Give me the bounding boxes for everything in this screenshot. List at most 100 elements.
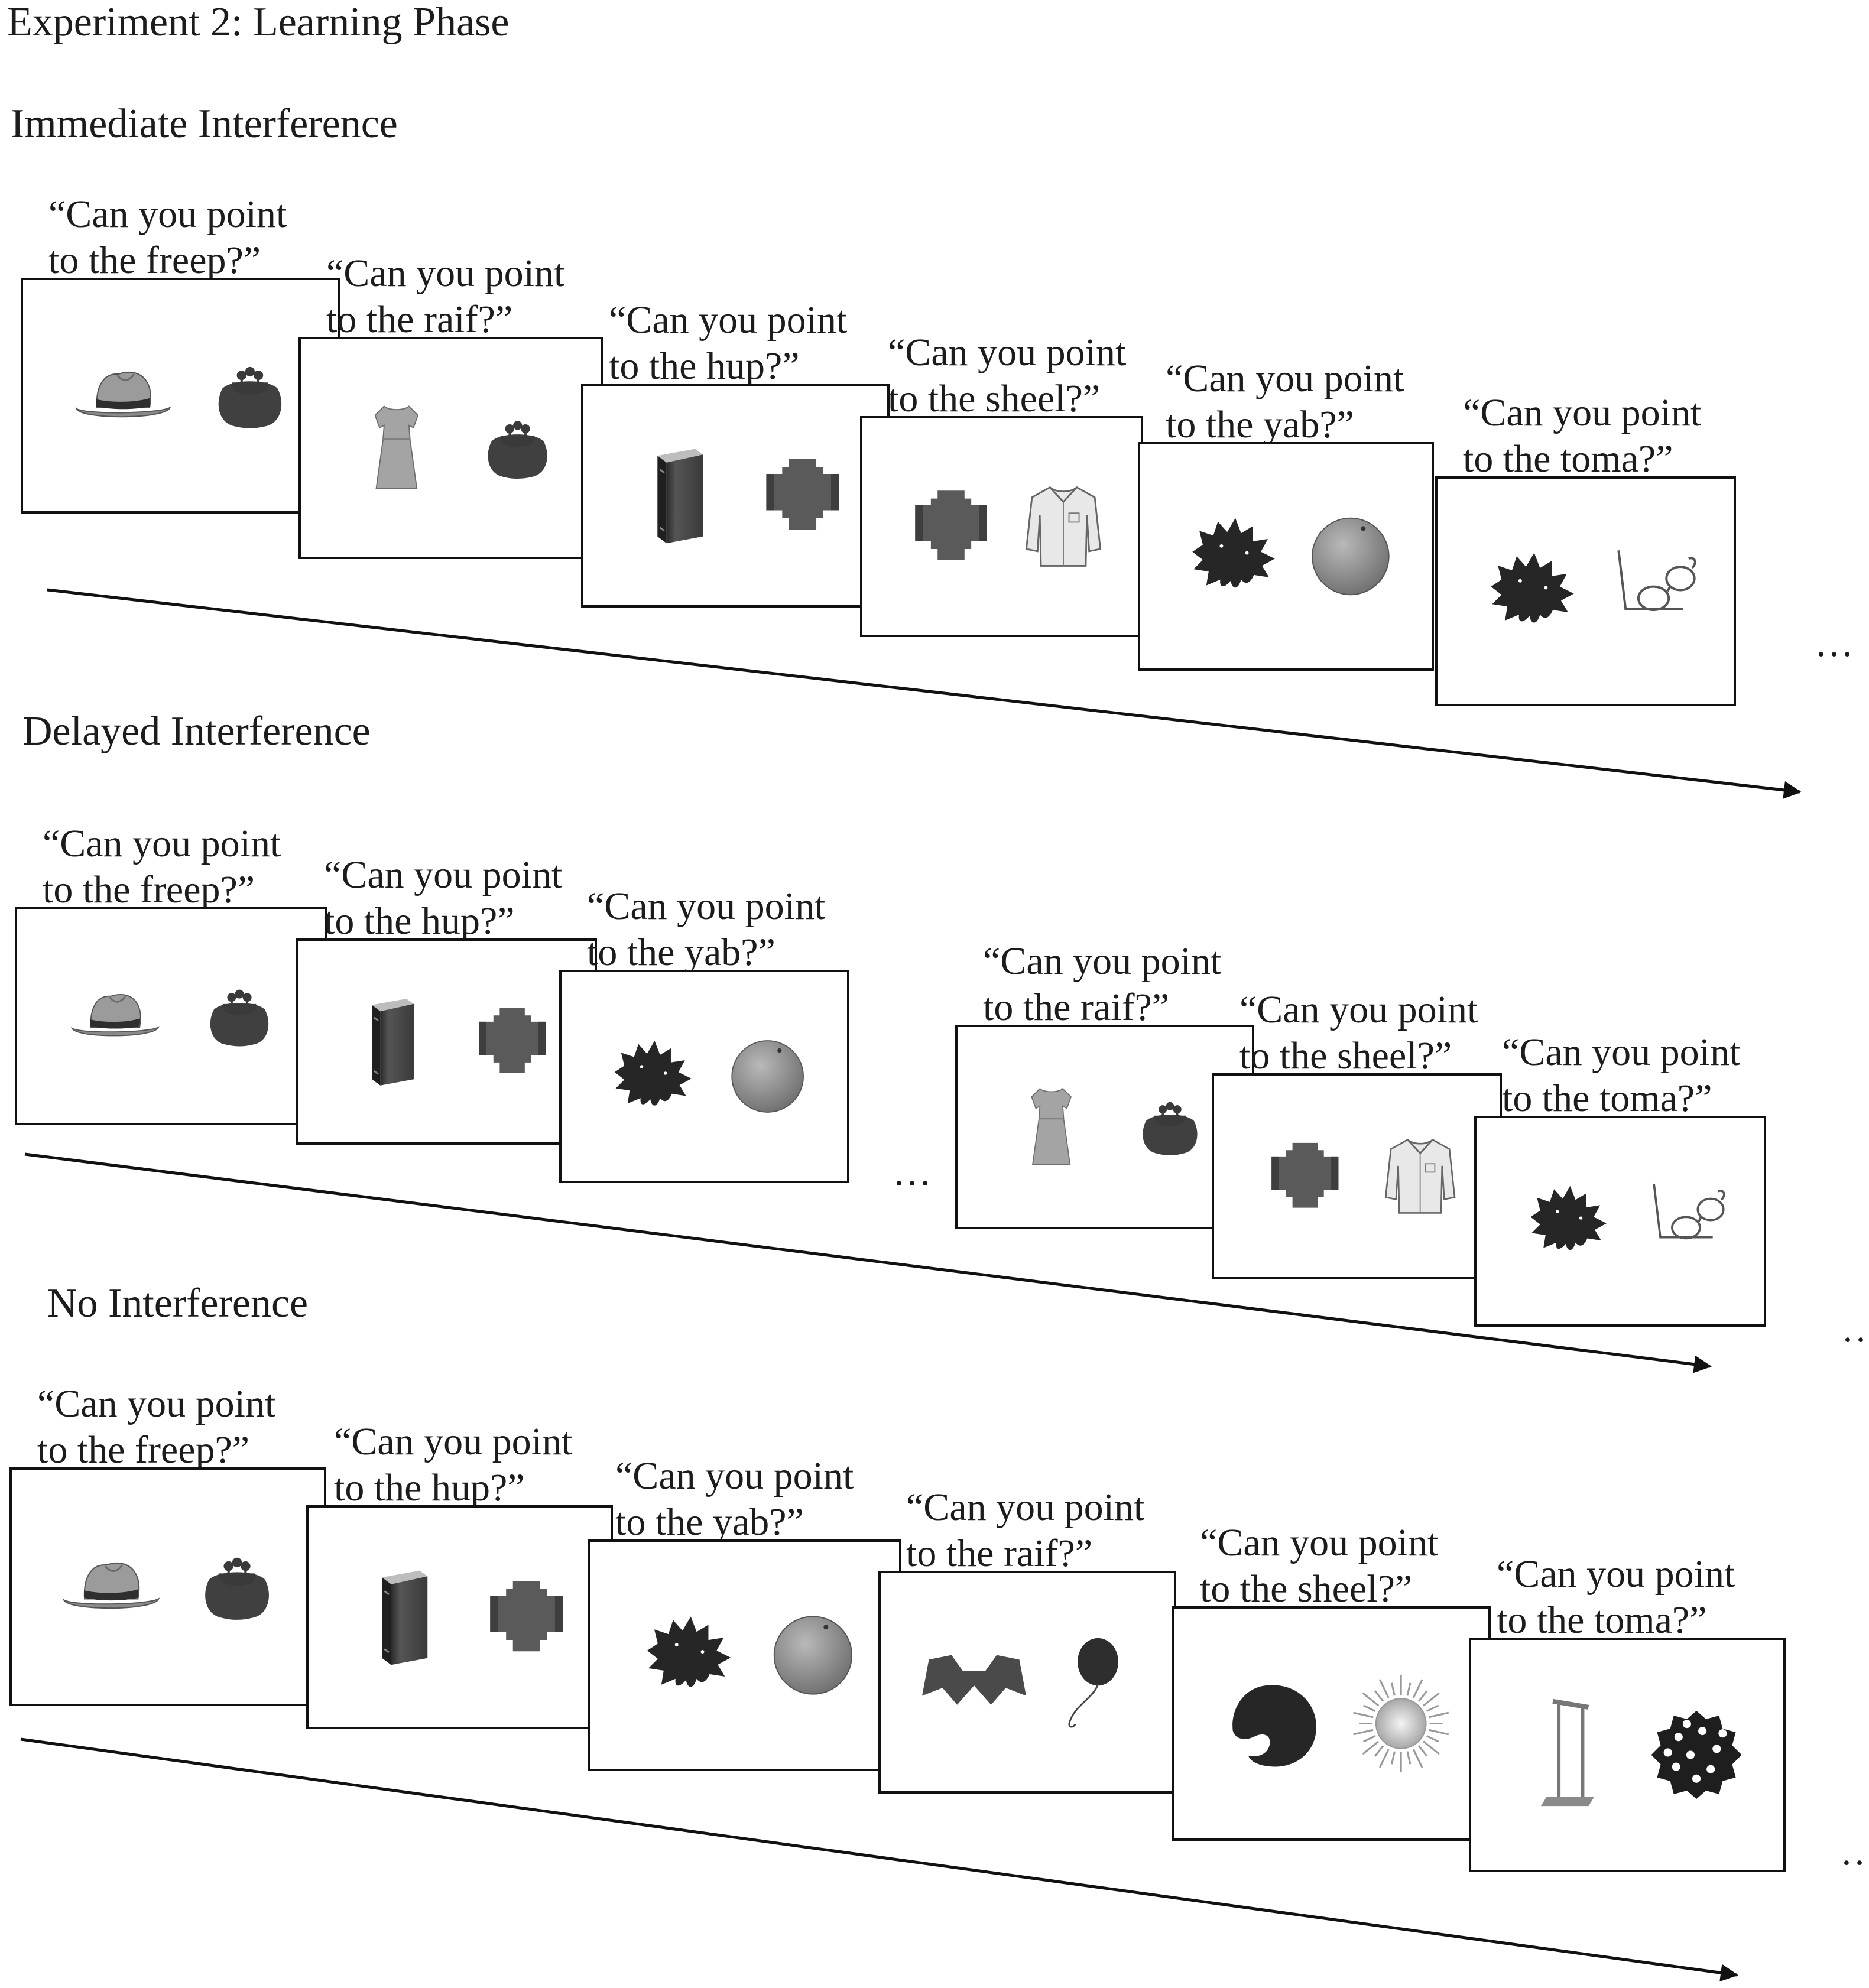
spiky-shape-icon [1530, 1185, 1607, 1250]
trial-prompt-line2: to the hup?” [324, 899, 515, 943]
trial-prompt-line2: to the freep?” [48, 239, 261, 282]
spiky-shape-icon [614, 1041, 692, 1106]
trial-prompt-line2: to the yab?” [587, 931, 775, 974]
trial-prompt-line2: to the toma?” [1502, 1077, 1712, 1120]
timeline-arrow [47, 588, 1802, 799]
trial-prompt-line1: “Can you point [609, 298, 847, 342]
book-icon [372, 998, 414, 1086]
trial-prompt-line1: “Can you point [888, 331, 1126, 374]
trial-prompt-line2: to the sheel?” [1239, 1034, 1452, 1077]
trial-prompt-line2: to the yab?” [1166, 403, 1354, 446]
trial-prompt-line1: “Can you point [983, 940, 1221, 983]
continuation-ellipsis: … [1840, 1830, 1869, 1873]
trial-prompt-line1: “Can you point [1200, 1521, 1438, 1564]
cross-shape-icon [490, 1580, 563, 1652]
stimulus-card [9, 1467, 326, 1706]
dotted-blob-icon [1651, 1710, 1742, 1799]
trial-prompt-line1: “Can you point [334, 1420, 572, 1463]
orange-icon [1312, 517, 1390, 596]
trial-prompt-line1: “Can you point [615, 1454, 854, 1498]
cross-shape-icon [766, 459, 839, 530]
continuation-ellipsis: … [893, 1151, 932, 1194]
stimulus-card [296, 938, 597, 1145]
trial-prompt-line1: “Can you point [906, 1486, 1144, 1529]
stimulus-card [588, 1539, 901, 1771]
sun-icon [1353, 1674, 1449, 1773]
condition-label: No Interference [47, 1281, 308, 1326]
trial-prompt-line2: to the freep?” [43, 868, 255, 911]
stimulus-card [298, 337, 603, 559]
glasses-icon [1617, 550, 1696, 612]
glasses-icon [1653, 1183, 1725, 1240]
balloon-icon [1068, 1638, 1118, 1728]
trial-prompt-line2: to the sheel?” [888, 377, 1100, 420]
stimulus-card [1212, 1073, 1502, 1279]
stimulus-card [306, 1505, 613, 1729]
shirt-icon [1025, 486, 1102, 567]
stimulus-card [15, 907, 327, 1125]
trial-prompt-line1: “Can you point [1239, 988, 1478, 1031]
book-icon [382, 1570, 428, 1665]
hanger-stand-icon [1540, 1698, 1595, 1807]
trial-prompt-line1: “Can you point [48, 193, 287, 236]
trial-prompt-line1: “Can you point [1166, 357, 1404, 400]
trial-prompt-line2: to the raif?” [326, 298, 512, 341]
spiky-shape-icon [1491, 553, 1574, 623]
condition-label: Delayed Interference [22, 709, 371, 754]
stimulus-card [860, 416, 1143, 637]
stimulus-card [21, 278, 340, 514]
trial-prompt-line2: to the toma?” [1497, 1599, 1707, 1642]
crescent-shape-icon [1232, 1685, 1317, 1767]
trial-prompt-line2: to the hup?” [609, 345, 800, 388]
trial-prompt-line1: “Can you point [1502, 1031, 1740, 1074]
trial-prompt-line2: to the hup?” [334, 1466, 525, 1509]
trial-prompt-line2: to the raif?” [983, 986, 1169, 1029]
book-icon [657, 449, 703, 544]
stimulus-card [581, 384, 890, 608]
timeline-arrow [24, 1152, 1712, 1373]
stimulus-card [955, 1025, 1254, 1229]
trial-prompt-line1: “Can you point [43, 822, 281, 865]
purse-icon [218, 366, 282, 428]
hat-icon [63, 1563, 160, 1609]
trial-prompt-line2: to the raif?” [906, 1532, 1092, 1575]
orange-icon [773, 1616, 853, 1695]
trial-prompt-line1: “Can you point [587, 885, 825, 928]
stimulus-card [1435, 476, 1736, 706]
bow-shape-icon [922, 1655, 1026, 1705]
trial-prompt-line1: “Can you point [326, 252, 564, 295]
purse-icon [1143, 1102, 1198, 1155]
purse-icon [210, 989, 269, 1047]
shirt-icon [1384, 1138, 1456, 1214]
orange-icon [731, 1040, 804, 1113]
stimulus-card [1474, 1116, 1766, 1327]
figure-title: Experiment 2: Learning Phase [7, 0, 509, 45]
trial-prompt-line1: “Can you point [1497, 1552, 1735, 1596]
timeline-arrow [20, 1737, 1738, 1982]
purse-icon [205, 1557, 269, 1620]
cross-shape-icon [915, 490, 987, 560]
trial-prompt-line1: “Can you point [1463, 391, 1701, 434]
condition-label: Immediate Interference [11, 101, 398, 147]
cross-shape-icon [1271, 1142, 1339, 1208]
continuation-ellipsis: … [1841, 1307, 1869, 1350]
hat-icon [70, 994, 160, 1037]
